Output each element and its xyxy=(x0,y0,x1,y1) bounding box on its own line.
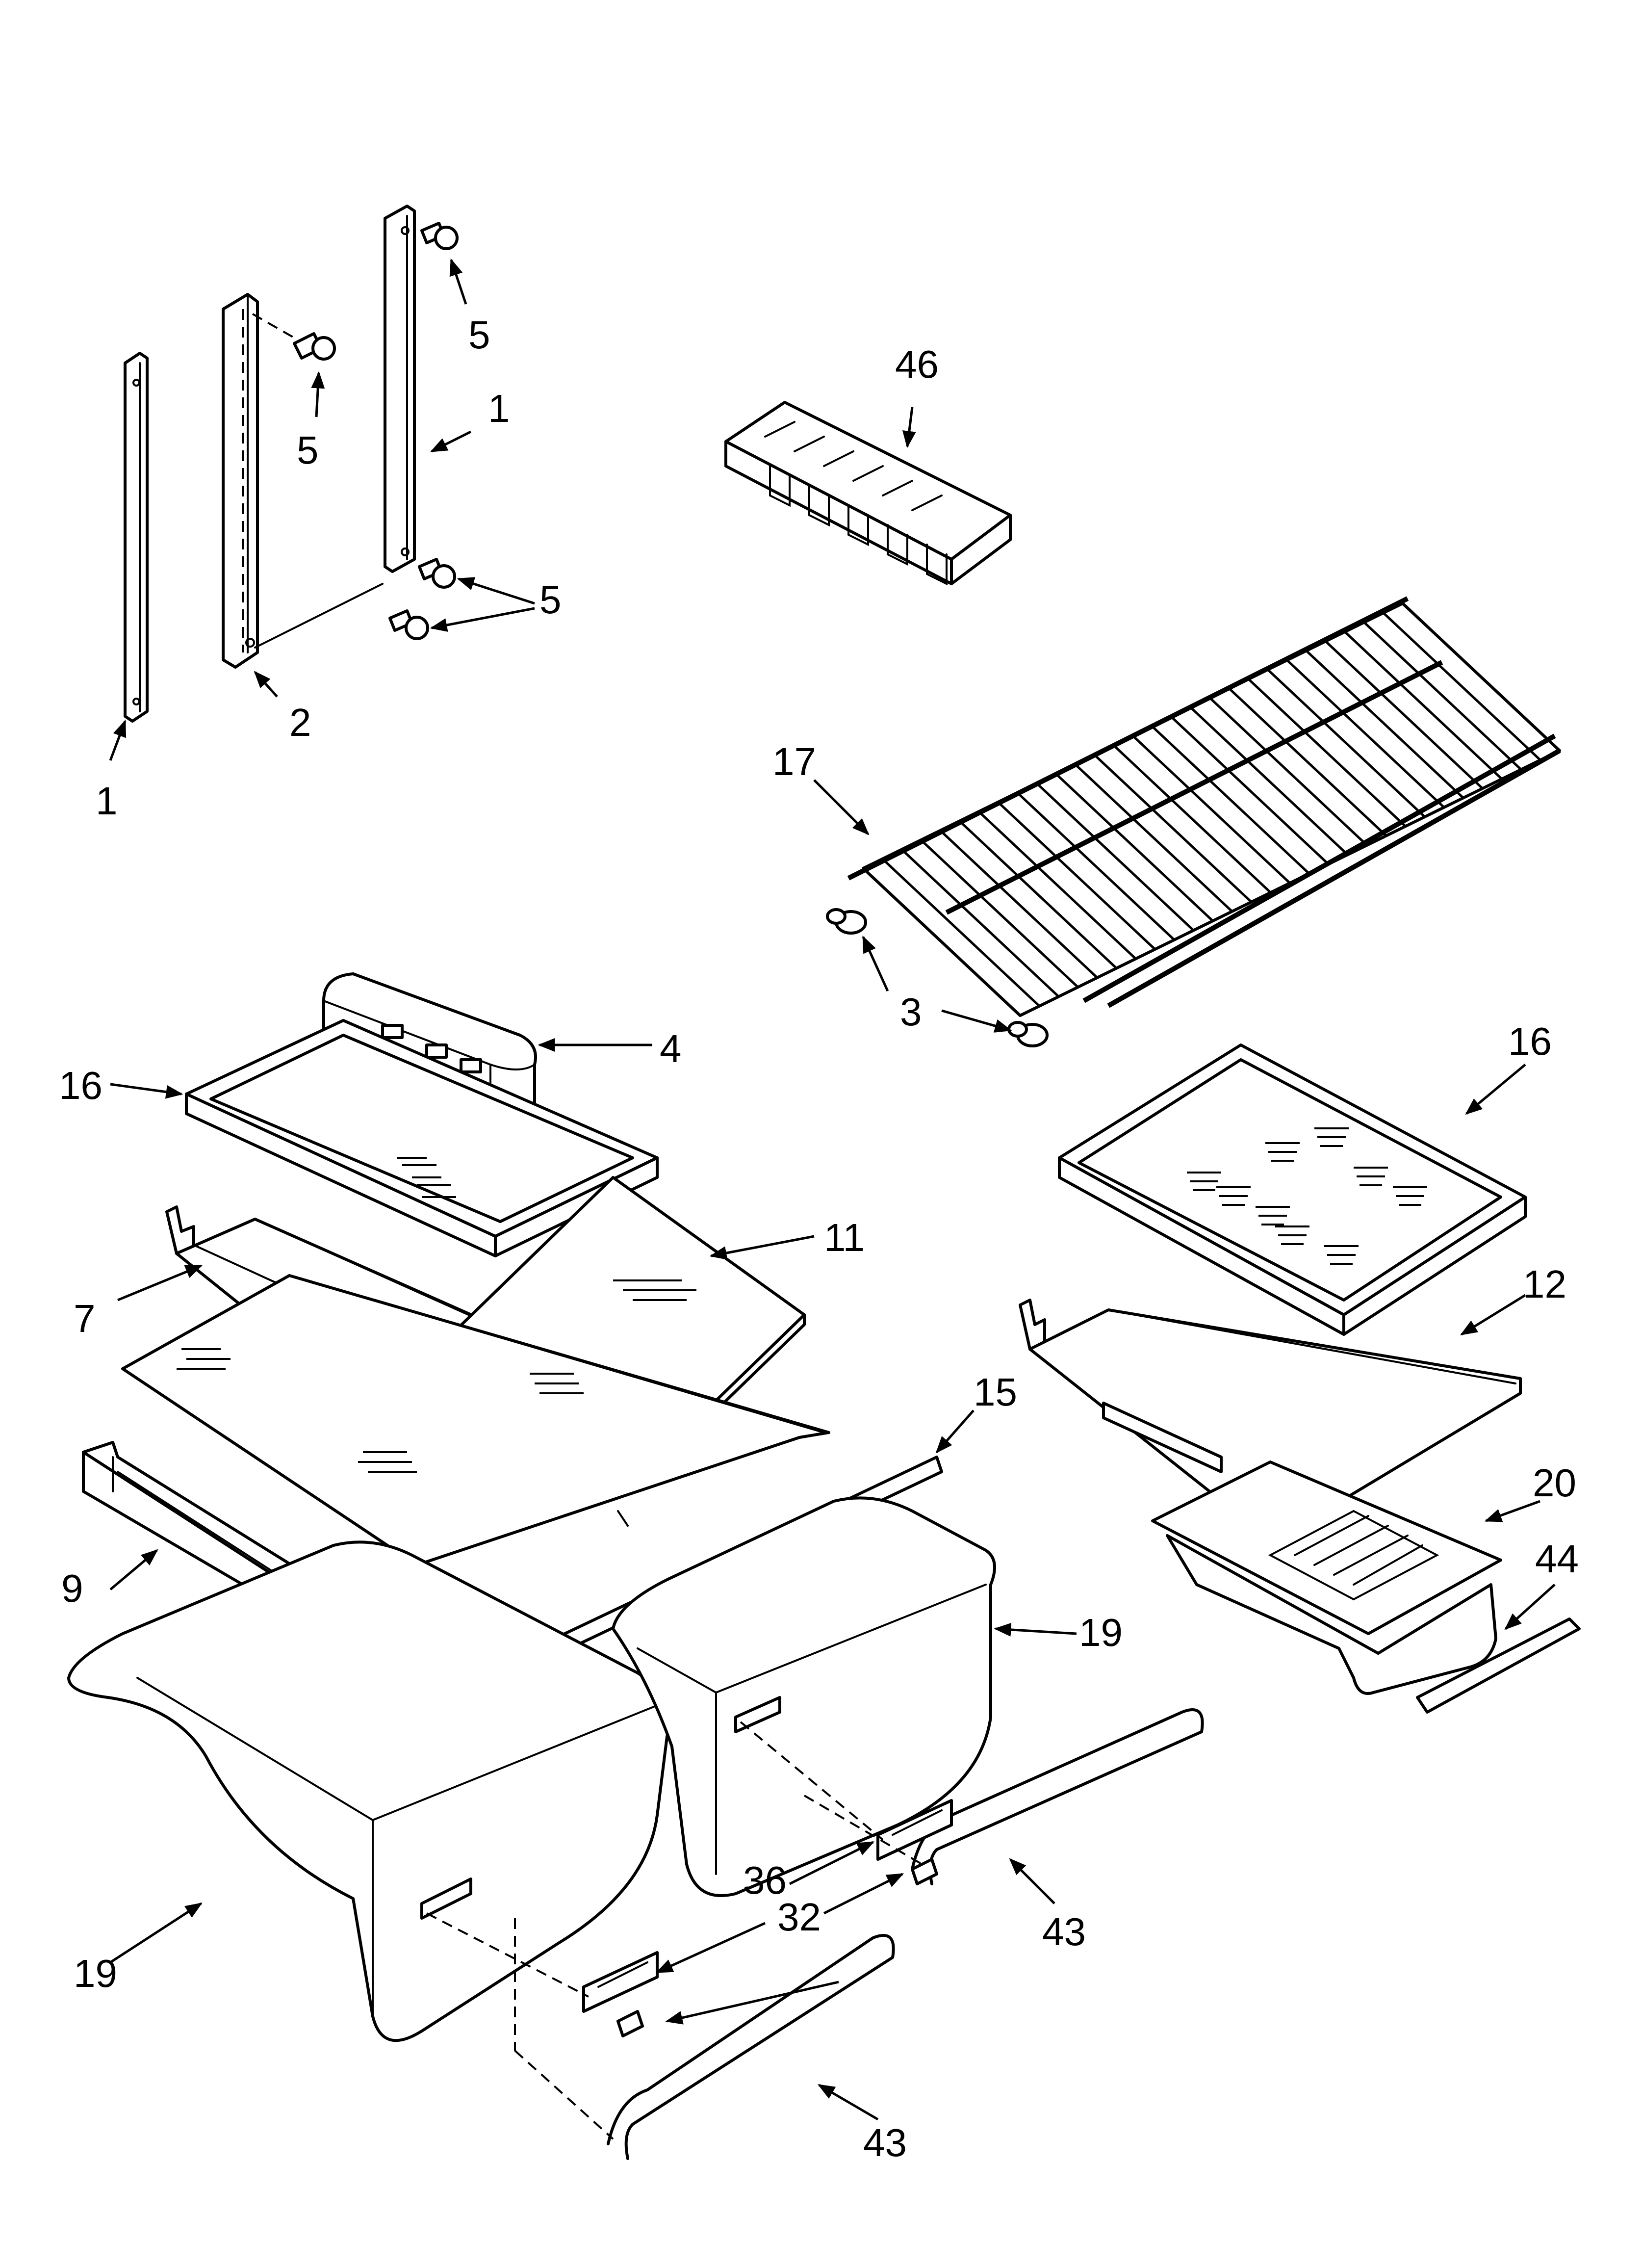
wire-rod xyxy=(1074,763,1233,912)
shelf-rail-right xyxy=(384,205,416,573)
label-9: 9 xyxy=(61,1566,83,1610)
label-7: 7 xyxy=(74,1297,96,1340)
wire-rod xyxy=(1132,735,1291,884)
label-5b: 5 xyxy=(468,313,490,357)
wire-rod xyxy=(1209,697,1368,846)
wire-rod xyxy=(1035,782,1195,932)
wire-rod xyxy=(1267,669,1426,818)
wire-rod xyxy=(1190,706,1349,856)
label-36: 36 xyxy=(743,1858,787,1902)
wire-rod xyxy=(920,839,1079,988)
wire-rod xyxy=(1383,612,1541,761)
wire-rod xyxy=(997,801,1156,950)
label-4: 4 xyxy=(660,1027,682,1070)
label-15: 15 xyxy=(974,1370,1017,1414)
screw-1 xyxy=(252,313,336,361)
trim-left xyxy=(607,1934,895,2160)
trim-meat-drawer xyxy=(1416,1617,1581,1714)
label-32: 32 xyxy=(777,1895,821,1939)
glass-shelf-left xyxy=(185,1019,659,1257)
crisper-drawer-left xyxy=(67,1540,678,2042)
meat-drawer xyxy=(1151,1460,1502,1695)
shelf-support-2 xyxy=(1007,1021,1049,1047)
label-3: 3 xyxy=(900,990,922,1034)
wire-rod xyxy=(958,820,1118,969)
clip-left xyxy=(582,1951,659,2037)
wire-rod xyxy=(1228,687,1387,837)
ice-tray xyxy=(724,401,1012,586)
label-16b: 16 xyxy=(1508,1019,1552,1063)
wire-rod xyxy=(1402,602,1561,752)
label-46: 46 xyxy=(895,342,939,386)
wire-rod xyxy=(939,830,1098,979)
wire-rod xyxy=(1093,754,1253,903)
label-2: 2 xyxy=(289,701,311,744)
screw-3 xyxy=(418,558,456,589)
wire-rod xyxy=(1170,716,1330,865)
wire-rod xyxy=(1286,659,1445,808)
wire-rod xyxy=(1151,725,1310,875)
wire-rod xyxy=(1113,744,1272,894)
label-17: 17 xyxy=(772,740,816,783)
screw-4 xyxy=(388,609,429,640)
wire-rod xyxy=(1305,650,1464,799)
wire-rod xyxy=(1055,773,1214,922)
wire-rod xyxy=(900,848,1060,998)
wire-rod xyxy=(1325,640,1484,789)
wire-rod xyxy=(862,867,1021,1017)
leader-lines xyxy=(109,258,1556,2121)
screw-2 xyxy=(420,222,459,250)
label-44: 44 xyxy=(1535,1537,1579,1581)
crisper-cover-glass xyxy=(121,1274,830,1566)
label-5c: 5 xyxy=(539,578,562,622)
clip-right xyxy=(876,1799,953,1885)
label-43a: 43 xyxy=(1042,1910,1086,1954)
crisper-drawer-right xyxy=(612,1496,996,1897)
label-43b: 43 xyxy=(863,2121,907,2164)
wire-rod xyxy=(1363,621,1522,771)
label-19a: 19 xyxy=(1079,1611,1123,1654)
dashed-guides xyxy=(426,1721,923,2140)
part-labels: 1 1 2 3 4 5 5 5 7 9 11 12 15 16 16 17 19… xyxy=(59,313,1579,2164)
label-12: 12 xyxy=(1523,1262,1566,1306)
label-20: 20 xyxy=(1533,1461,1576,1505)
label-19b: 19 xyxy=(74,1952,117,1995)
wire-rod xyxy=(1344,631,1503,780)
label-11: 11 xyxy=(824,1216,865,1259)
label-1b: 1 xyxy=(488,387,510,430)
label-16a: 16 xyxy=(59,1064,103,1107)
wire-shelf xyxy=(847,596,1561,1017)
shelf-frame-right xyxy=(1019,1299,1522,1542)
shelf-rail-left xyxy=(124,352,149,723)
wire-rod xyxy=(978,810,1137,960)
shelf-support-1 xyxy=(826,908,867,935)
wire-rod xyxy=(881,858,1040,1007)
glass-shelf-right xyxy=(1058,1043,1527,1336)
shelf-rail-center xyxy=(222,293,384,669)
label-1a: 1 xyxy=(96,779,118,823)
wire-rod xyxy=(1248,678,1407,828)
label-5a: 5 xyxy=(297,428,319,472)
wire-rod xyxy=(1016,791,1175,941)
